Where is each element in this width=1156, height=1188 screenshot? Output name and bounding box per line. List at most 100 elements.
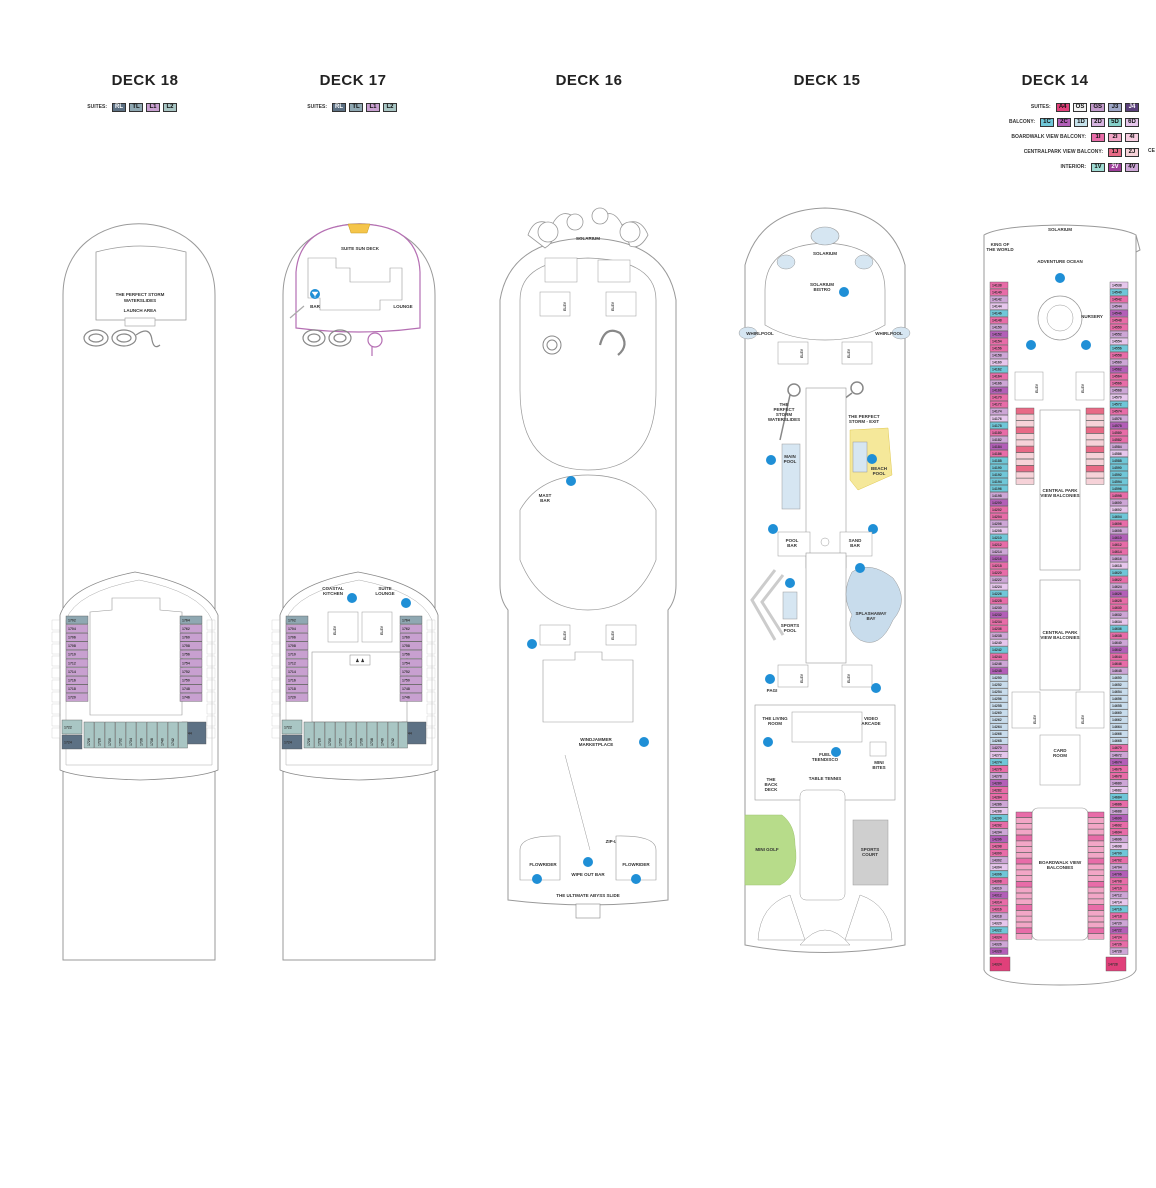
cabin[interactable] <box>989 681 1009 689</box>
cabin[interactable] <box>1015 893 1033 899</box>
cabin[interactable] <box>1015 829 1033 836</box>
cabin[interactable] <box>285 684 309 693</box>
cabin[interactable] <box>1109 891 1129 899</box>
cabin[interactable] <box>989 450 1009 457</box>
cabin[interactable] <box>65 667 89 676</box>
cabin[interactable] <box>1085 420 1105 427</box>
cabin[interactable] <box>285 693 309 702</box>
cabin[interactable] <box>989 828 1009 836</box>
cabin[interactable] <box>989 330 1009 338</box>
cabin[interactable] <box>1109 302 1129 310</box>
cabin[interactable] <box>1109 604 1129 612</box>
cabin[interactable] <box>989 309 1009 317</box>
cabin[interactable] <box>1109 821 1129 829</box>
cabin[interactable] <box>285 624 309 633</box>
cabin[interactable] <box>1015 933 1033 940</box>
cabin[interactable] <box>989 919 1009 927</box>
cabin[interactable] <box>989 821 1009 829</box>
cabin[interactable] <box>989 337 1009 345</box>
cabin[interactable] <box>989 513 1009 521</box>
cabin[interactable] <box>989 779 1009 787</box>
cabin[interactable] <box>179 693 203 702</box>
cabin[interactable] <box>1109 926 1129 934</box>
cabin[interactable] <box>1085 414 1105 421</box>
cabin[interactable] <box>1109 485 1129 493</box>
cabin[interactable] <box>1087 881 1105 888</box>
cabin[interactable] <box>989 716 1009 724</box>
cabin[interactable] <box>1109 555 1129 563</box>
cabin[interactable] <box>1109 436 1129 443</box>
cabin[interactable] <box>1015 811 1033 818</box>
cabin[interactable] <box>989 386 1009 394</box>
cabin[interactable] <box>989 393 1009 401</box>
cabin[interactable] <box>989 765 1009 773</box>
cabin[interactable] <box>1015 858 1033 865</box>
cabin[interactable] <box>989 632 1009 640</box>
cabin[interactable] <box>989 786 1009 794</box>
cabin[interactable] <box>1087 922 1105 928</box>
cabin[interactable] <box>1109 905 1129 913</box>
cabin[interactable] <box>1015 427 1035 434</box>
cabin[interactable] <box>989 793 1009 801</box>
cabin[interactable] <box>989 562 1009 570</box>
cabin[interactable] <box>989 597 1009 605</box>
cabin[interactable] <box>989 849 1009 857</box>
cabin[interactable] <box>989 506 1009 514</box>
cabin[interactable] <box>1015 864 1033 870</box>
cabin[interactable] <box>65 650 89 659</box>
cabin[interactable] <box>1015 887 1033 894</box>
cabin[interactable] <box>1087 893 1105 899</box>
cabin[interactable] <box>989 365 1009 373</box>
cabin[interactable] <box>989 576 1009 584</box>
cabin[interactable] <box>178 721 188 749</box>
cabin[interactable] <box>1109 372 1129 380</box>
cabin[interactable] <box>65 641 89 650</box>
cabin[interactable] <box>1109 758 1129 766</box>
cabin[interactable] <box>65 658 89 668</box>
cabin[interactable] <box>1087 887 1105 894</box>
cabin[interactable] <box>399 693 423 702</box>
cabin[interactable] <box>989 912 1009 920</box>
cabin[interactable] <box>1109 919 1129 927</box>
cabin[interactable] <box>1085 407 1105 415</box>
cabin[interactable] <box>399 676 423 685</box>
cabin[interactable] <box>1087 835 1105 841</box>
cabin[interactable] <box>1109 323 1129 331</box>
cabin[interactable] <box>1109 779 1129 787</box>
cabin[interactable] <box>1109 786 1129 794</box>
cabin[interactable] <box>1109 870 1129 878</box>
cabin[interactable] <box>989 344 1009 352</box>
cabin[interactable] <box>65 684 89 693</box>
cabin[interactable] <box>1109 548 1129 556</box>
cabin[interactable] <box>1109 730 1129 738</box>
cabin[interactable] <box>285 658 309 668</box>
cabin[interactable] <box>1109 407 1129 415</box>
cabin[interactable] <box>1109 751 1129 759</box>
cabin[interactable] <box>989 646 1009 654</box>
cabin[interactable] <box>989 898 1009 906</box>
cabin[interactable] <box>989 702 1009 710</box>
cabin[interactable] <box>125 721 137 749</box>
cabin[interactable] <box>1015 452 1035 459</box>
cabin[interactable] <box>989 758 1009 766</box>
cabin[interactable] <box>1109 947 1129 955</box>
cabin[interactable] <box>167 721 179 749</box>
cabin[interactable] <box>1109 450 1129 457</box>
cabin[interactable] <box>1109 828 1129 836</box>
cabin[interactable] <box>1109 590 1129 598</box>
cabin[interactable] <box>1109 576 1129 584</box>
cabin[interactable] <box>1109 499 1129 507</box>
cabin[interactable] <box>1085 478 1105 485</box>
cabin[interactable] <box>146 721 158 749</box>
cabin[interactable] <box>989 604 1009 612</box>
cabin[interactable] <box>989 625 1009 633</box>
cabin[interactable] <box>281 719 303 735</box>
cabin[interactable] <box>1015 817 1033 824</box>
cabin[interactable] <box>1087 823 1105 830</box>
cabin[interactable] <box>345 721 357 749</box>
cabin[interactable] <box>989 926 1009 934</box>
cabin[interactable] <box>989 905 1009 913</box>
cabin[interactable] <box>989 814 1009 822</box>
cabin[interactable] <box>989 527 1009 535</box>
cabin[interactable] <box>65 693 89 702</box>
